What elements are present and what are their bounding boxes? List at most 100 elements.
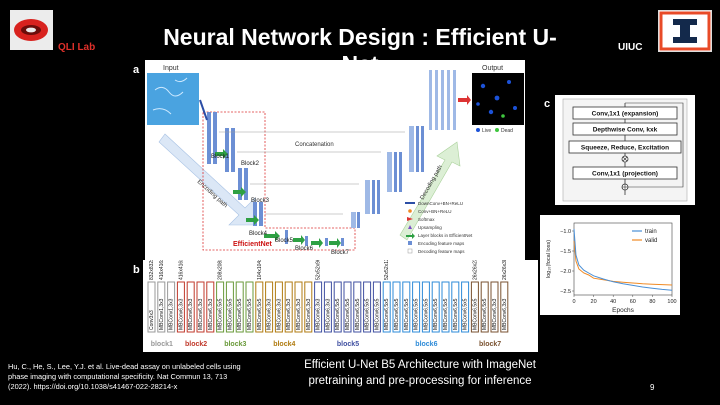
- layer-box: [314, 281, 323, 333]
- block3-label: Block3: [251, 198, 270, 204]
- caption-line-2: pretraining and pre-processing for infer…: [308, 375, 532, 387]
- series-line-train: [573, 228, 673, 291]
- legend-conv: Conv+BN+ReLU: [418, 209, 452, 214]
- layer-label: MBConv6,3x3: [502, 298, 508, 330]
- x-tick-label: 0: [572, 299, 575, 305]
- layer-box: [225, 281, 234, 333]
- slide-caption: Efficient U-Net B5 Architecture with Ima…: [260, 357, 580, 389]
- x-axis-label: Epochs: [612, 307, 634, 314]
- layer-box: [255, 281, 264, 333]
- layer-label: MBConv1,3x3: [169, 298, 175, 330]
- y-tick-label: −2.0: [560, 269, 571, 275]
- panel-a-architecture: Input Output Live Dead Encoding path Dec…: [145, 60, 525, 260]
- layer-box: [372, 281, 381, 333]
- layer-label: MBConv6,5x5: [247, 298, 253, 330]
- step-squeeze: [568, 140, 682, 154]
- legend-layer-blocks: Layer blocks in EfficientNet: [418, 233, 473, 238]
- layer-box: [323, 281, 332, 333]
- feature-size-label: 416x416x24: [178, 260, 184, 280]
- block-name-4: block4: [273, 341, 295, 348]
- feature-size-label: 52x52x96: [316, 260, 322, 280]
- block2-label: Block2: [241, 161, 260, 167]
- layer-box: [431, 281, 440, 333]
- x-tick-label: 20: [591, 299, 597, 305]
- layer-box: [216, 281, 225, 333]
- block-name-7: block7: [479, 341, 501, 348]
- layer-box: [461, 281, 470, 333]
- concatenation-label: Concatenation: [295, 142, 334, 148]
- layer-box: [274, 281, 283, 333]
- feature-size-label: 416x416x40: [159, 260, 165, 280]
- layer-box: [402, 281, 411, 333]
- caption-line-1: Efficient U-Net B5 Architecture with Ima…: [304, 359, 536, 371]
- layer-label: MBConv6,5x5: [433, 298, 439, 330]
- layer-box: [353, 281, 362, 333]
- layer-box: [412, 281, 421, 333]
- layer-box: [343, 281, 352, 333]
- layer-label: MBConv6,3x3: [276, 298, 282, 330]
- layer-label: MBConv6,3x3: [178, 298, 184, 330]
- layer-label: MBConv6,5x5: [453, 298, 459, 330]
- layer-box: [167, 281, 176, 333]
- y-tick-label: −2.5: [560, 289, 571, 295]
- layer-box: [235, 281, 244, 333]
- panel-c-label: c: [544, 98, 551, 110]
- y-tick-label: −1.0: [560, 229, 571, 235]
- input-image: [147, 73, 199, 125]
- block-name-6: block6: [415, 341, 437, 348]
- citation: Hu, C., He, S., Lee, Y.J. et al. Live-de…: [8, 362, 241, 391]
- legend-live: Live: [482, 128, 491, 134]
- layer-box: [500, 281, 509, 333]
- step-squeeze-label: Squeeze, Reduce, Excitation: [581, 145, 669, 152]
- qli-logo-icon: [14, 19, 48, 41]
- layer-label: MBConv6,3x3: [296, 298, 302, 330]
- layer-label: MBConv6,3x3: [492, 298, 498, 330]
- illinois-i-icon: [659, 11, 711, 51]
- legend-label-valid: valid: [645, 238, 657, 244]
- layer-label: MBConv6,5x5: [394, 298, 400, 330]
- plot-frame: [573, 222, 673, 296]
- step-expansion-label: Conv,1x1 (expansion): [592, 111, 659, 118]
- layer-label: MBConv6,5x5: [374, 298, 380, 330]
- block6-label: Block6: [295, 246, 314, 252]
- layer-box: [382, 281, 391, 333]
- layer-label: MBConv6,3x3: [286, 298, 292, 330]
- uiuc-logo: [658, 10, 712, 52]
- layer-box: [147, 281, 156, 333]
- layer-box: [333, 281, 342, 333]
- block-name-5: block5: [337, 341, 359, 348]
- step-depthwise: [572, 122, 678, 136]
- layer-box: [294, 281, 303, 333]
- legend-downconv: DownConv+BN+ReLU: [418, 201, 463, 206]
- layer-label: MBConv6,5x5: [384, 298, 390, 330]
- block4-label: Block4: [249, 231, 268, 237]
- layer-box: [284, 281, 293, 333]
- layer-label: MBConv6,5x5: [463, 298, 469, 330]
- layer-label: MBConv6,3x3: [188, 298, 194, 330]
- panel-c-mbconv-block: Conv,1x1 (expansion) Depthwise Conv, kxk…: [555, 95, 695, 205]
- layer-box: [451, 281, 460, 333]
- layer-box: [421, 281, 430, 333]
- layer-label: MBConv6,3x3: [267, 298, 273, 330]
- feature-size-label: 26x26x384: [502, 260, 508, 280]
- step-projection: [572, 166, 678, 180]
- layer-box: [470, 281, 479, 333]
- legend-encoding-maps: Encoding feature maps: [418, 241, 465, 246]
- layer-label: MBConv6,5x5: [365, 298, 371, 330]
- layer-box: [176, 281, 185, 333]
- feature-size-label: 52x52x136: [384, 260, 390, 280]
- slide-title: Neural Network Design : Efficient U-Net: [163, 24, 557, 77]
- layer-label: MBConv6,5x5: [218, 298, 224, 330]
- block-name-2: block2: [185, 341, 207, 348]
- layer-box: [186, 281, 195, 333]
- x-tick-label: 40: [610, 299, 616, 305]
- layer-box: [157, 281, 166, 333]
- layer-box: [480, 281, 489, 333]
- feature-size-label: 26x26x232: [472, 260, 478, 280]
- input-label: Input: [163, 65, 179, 72]
- layer-label: MBConv6,3x3: [198, 298, 204, 330]
- layer-label: MBConv6,5x5: [423, 298, 429, 330]
- layer-label: MBConv6,5x5: [237, 298, 243, 330]
